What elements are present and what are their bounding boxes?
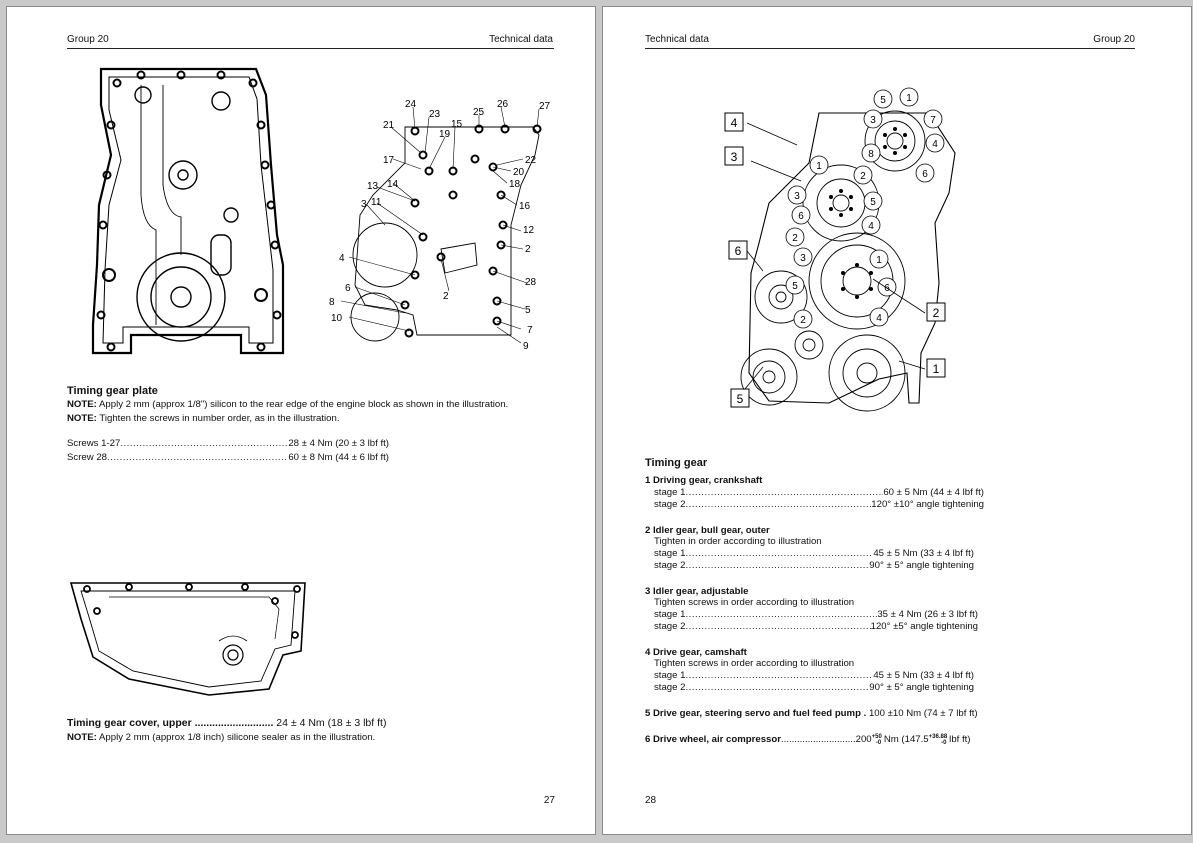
screw-order-illustration: 24 23 21 19 15 25 26 27 17 22 20 18 13 1… bbox=[325, 95, 555, 355]
plate-note-1: NOTE: Apply 2 mm (approx 1/8") silicon t… bbox=[67, 399, 509, 410]
gear-callout-4: 4 bbox=[932, 139, 938, 150]
gear-callout-7: 7 bbox=[930, 115, 936, 126]
timing-gear-cover-illustration bbox=[69, 579, 309, 699]
item-2-heading: 2 Idler gear, bull gear, outer bbox=[645, 525, 770, 536]
label-9: 9 bbox=[523, 341, 529, 352]
label-18: 18 bbox=[509, 179, 521, 190]
section-header: Technical data bbox=[645, 34, 709, 45]
label-14: 14 bbox=[387, 179, 399, 190]
label-12: 12 bbox=[523, 225, 535, 236]
label-6: 6 bbox=[345, 283, 351, 294]
item-2-stage-1: stage 145 ± 5 Nm (33 ± 4 lbf ft) bbox=[654, 548, 974, 559]
label-3: 3 bbox=[361, 199, 367, 210]
page-number: 28 bbox=[645, 795, 657, 806]
spec-screw-28: Screw 2860 ± 8 Nm (44 ± 6 lbf ft) bbox=[67, 452, 389, 463]
label-20: 20 bbox=[513, 167, 525, 178]
label-21: 21 bbox=[383, 120, 395, 131]
item-4-stage-1: stage 145 ± 5 Nm (33 ± 4 lbf ft) bbox=[654, 670, 974, 681]
gear-callout-5b: 5 bbox=[870, 197, 876, 208]
timing-gear-title: Timing gear bbox=[645, 457, 708, 469]
section-header: Technical data bbox=[489, 34, 553, 45]
item-6-spec: 6 Drive wheel, air compressor...........… bbox=[645, 734, 971, 746]
item-1-heading: 1 Driving gear, crankshaft bbox=[645, 475, 763, 486]
page-28: Technical data Group 20 bbox=[602, 6, 1192, 835]
gear-callout-4c: 4 bbox=[876, 313, 882, 324]
item-1-stage-1: stage 160 ± 5 Nm (44 ± 4 lbf ft) bbox=[654, 487, 984, 498]
item-4-heading: 4 Drive gear, camshaft bbox=[645, 647, 747, 658]
spec-screws-1-27: Screws 1-2728 ± 4 Nm (20 ± 3 lbf ft) bbox=[67, 438, 389, 449]
gear-train-box-callouts: 4 3 6 2 1 5 bbox=[723, 105, 973, 415]
label-7: 7 bbox=[527, 325, 533, 336]
page-27: Group 20 Technical data bbox=[6, 6, 596, 835]
item-3-stage-1: stage 135 ± 4 Nm (26 ± 3 lbf ft) bbox=[654, 609, 978, 620]
item-2-stage-2: stage 290° ± 5° angle tightening bbox=[654, 560, 974, 571]
label-4: 4 bbox=[339, 253, 345, 264]
gear-callout-2b: 2 bbox=[792, 233, 798, 244]
gear-callout-1b: 1 bbox=[816, 161, 822, 172]
label-10: 10 bbox=[331, 313, 343, 324]
gear-callout-6b: 6 bbox=[798, 211, 804, 222]
group-header: Group 20 bbox=[67, 34, 109, 45]
box-callout-5: 5 bbox=[737, 392, 744, 406]
gear-callout-3b: 3 bbox=[794, 191, 800, 202]
gear-callout-2: 2 bbox=[860, 171, 866, 182]
gear-callout-8: 8 bbox=[868, 149, 874, 160]
box-callout-3: 3 bbox=[731, 150, 738, 164]
gear-callout-6: 6 bbox=[922, 169, 928, 180]
item-2-instruction: Tighten in order according to illustrati… bbox=[654, 536, 822, 547]
page-number: 27 bbox=[543, 795, 555, 806]
label-15: 15 bbox=[451, 119, 463, 130]
timing-gear-plate-illustration bbox=[71, 65, 291, 365]
gear-callout-1: 1 bbox=[906, 93, 912, 104]
box-callout-6: 6 bbox=[735, 244, 742, 258]
gear-callout-3: 3 bbox=[870, 115, 876, 126]
item-3-instruction: Tighten screws in order according to ill… bbox=[654, 597, 855, 608]
header-rule bbox=[645, 48, 1135, 49]
label-28: 28 bbox=[525, 277, 537, 288]
label-13: 13 bbox=[367, 181, 379, 192]
gear-callout-5c: 5 bbox=[792, 281, 798, 292]
header-rule bbox=[67, 48, 554, 49]
label-22: 22 bbox=[525, 155, 537, 166]
item-3-stage-2: stage 2120° ±5° angle tightening bbox=[654, 621, 978, 632]
label-19: 19 bbox=[439, 129, 451, 140]
gear-callout-5: 5 bbox=[880, 95, 886, 106]
item-4-instruction: Tighten screws in order according to ill… bbox=[654, 658, 855, 669]
item-5-spec: 5 Drive gear, steering servo and fuel fe… bbox=[645, 708, 978, 719]
box-callout-2: 2 bbox=[933, 306, 940, 320]
item-4-stage-2: stage 290° ± 5° angle tightening bbox=[654, 682, 974, 693]
timing-gear-cover-spec: Timing gear cover, upper ...............… bbox=[67, 717, 387, 729]
item-3-heading: 3 Idler gear, adjustable bbox=[645, 586, 749, 597]
timing-gear-plate-title: Timing gear plate bbox=[67, 385, 158, 397]
label-8: 8 bbox=[329, 297, 335, 308]
label-25: 25 bbox=[473, 107, 485, 118]
gear-callout-1c: 1 bbox=[876, 255, 882, 266]
gear-callout-2c: 2 bbox=[800, 315, 806, 326]
label-2-right: 2 bbox=[525, 244, 531, 255]
label-27: 27 bbox=[539, 101, 551, 112]
label-11: 11 bbox=[371, 197, 382, 208]
label-26: 26 bbox=[497, 99, 509, 110]
label-16: 16 bbox=[519, 201, 531, 212]
label-2-center: 2 bbox=[443, 291, 449, 302]
label-24: 24 bbox=[405, 99, 417, 110]
box-callout-1: 1 bbox=[933, 362, 940, 376]
gear-callout-3c: 3 bbox=[800, 253, 806, 264]
box-callout-4: 4 bbox=[731, 116, 738, 130]
cover-note: NOTE: Apply 2 mm (approx 1/8 inch) silic… bbox=[67, 732, 376, 743]
group-header: Group 20 bbox=[1093, 34, 1135, 45]
item-1-stage-2: stage 2120° ±10° angle tightening bbox=[654, 499, 984, 510]
label-23: 23 bbox=[429, 109, 441, 120]
label-17: 17 bbox=[383, 155, 395, 166]
label-5: 5 bbox=[525, 305, 531, 316]
gear-callout-4b: 4 bbox=[868, 221, 874, 232]
plate-note-2: NOTE: Tighten the screws in number order… bbox=[67, 413, 340, 424]
